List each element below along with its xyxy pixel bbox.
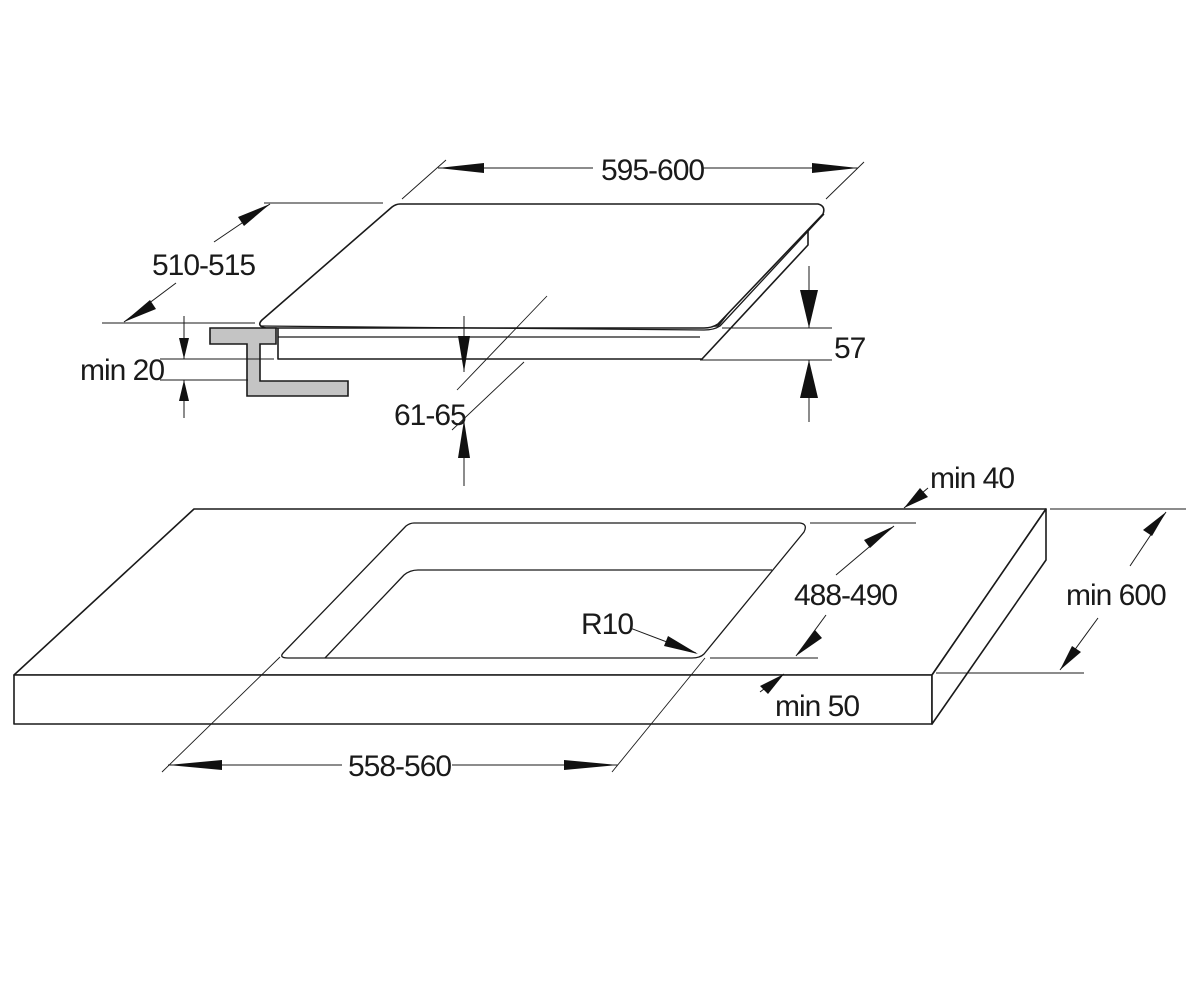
label-cutout-depth: 488-490 — [794, 579, 897, 612]
label-hob-depth-below: 61-65 — [394, 399, 466, 432]
hob-body — [277, 211, 809, 360]
label-hob-depth: 510-515 — [152, 249, 255, 282]
dim-corner-radius — [629, 627, 698, 654]
label-worktop-depth: min 600 — [1066, 579, 1166, 612]
label-hob-width: 595-600 — [601, 154, 704, 187]
dim-worktop-thickness — [160, 316, 274, 418]
hob-drawing — [258, 203, 825, 360]
dim-hob-depth — [102, 202, 383, 324]
worktop-section-profile — [209, 327, 349, 397]
dim-cutout-depth — [710, 522, 916, 659]
label-corner-radius: R10 — [581, 608, 633, 641]
dim-worktop-depth — [936, 508, 1186, 674]
hob-glass-edge — [259, 213, 825, 331]
label-hob-height: 57 — [834, 332, 866, 365]
dim-hob-height — [700, 266, 832, 422]
cutout-outline — [281, 522, 806, 659]
cutout-inner-edge — [324, 569, 772, 659]
label-cutout-width: 558-560 — [348, 750, 451, 783]
dim-hob-depth-below — [451, 295, 548, 486]
worktop-drawing — [13, 508, 1047, 725]
dim-min-front — [759, 673, 785, 694]
dim-min-back — [903, 487, 929, 509]
label-worktop-thickness: min 20 — [80, 354, 164, 387]
label-min-back: min 40 — [930, 462, 1014, 495]
dim-hob-width — [401, 159, 865, 200]
hob-glass-top — [258, 203, 825, 329]
label-min-front: min 50 — [775, 690, 859, 723]
dim-cutout-width — [161, 656, 706, 773]
worktop-side-face — [931, 508, 1047, 725]
